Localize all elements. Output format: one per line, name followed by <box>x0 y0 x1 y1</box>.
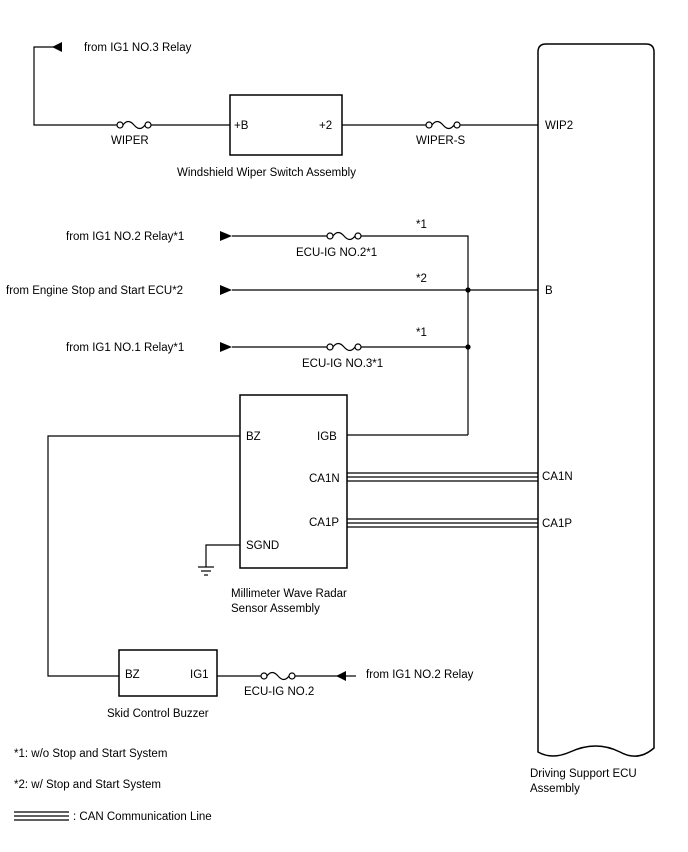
fuse-ecu-ig-no3-star <box>326 342 362 352</box>
source-engine-stop: from Engine Stop and Start ECU*2 <box>6 285 183 297</box>
arrow-ig1-no1-star <box>220 342 232 352</box>
source-ig1-no2-star: from IG1 NO.2 Relay*1 <box>66 231 184 243</box>
buzzer-pin-bz: BZ <box>125 669 140 681</box>
source-ig1-no1-star: from IG1 NO.1 Relay*1 <box>66 342 184 354</box>
ecu-pin-ca1n: CA1N <box>542 471 573 483</box>
can-line-ca1p <box>347 518 538 528</box>
radar-name-line2: Sensor Assembly <box>231 603 320 615</box>
legend-can-label: : CAN Communication Line <box>73 811 212 823</box>
legend-can-line-icon <box>14 811 69 821</box>
ground-icon <box>198 566 214 576</box>
source-ig1-no2: from IG1 NO.2 Relay <box>366 669 474 681</box>
radar-sensor-box <box>239 394 348 569</box>
ecu-pin-wip2: WIP2 <box>545 120 573 132</box>
mark-star1-a: *1 <box>416 219 427 231</box>
ecu-pin-ca1p: CA1P <box>542 518 572 530</box>
arrow-ig1-no3 <box>52 42 62 52</box>
wire-ig1-no3 <box>33 46 117 126</box>
note-star1: *1: w/o Stop and Start System <box>14 748 167 760</box>
wiper-switch-pin-2: +2 <box>319 120 332 132</box>
fuse-ecu-ig-no2-star <box>326 231 362 241</box>
driving-support-ecu-body <box>537 43 655 757</box>
wiper-switch-name: Windshield Wiper Switch Assembly <box>177 167 356 179</box>
wiper-switch-pin-b: +B <box>234 120 249 132</box>
radar-pin-igb: IGB <box>317 431 337 443</box>
arrow-ig1-no2-star <box>220 231 232 241</box>
fuse-label-wiper: WIPER <box>111 135 149 147</box>
buzzer-pin-ig1: IG1 <box>190 669 209 681</box>
radar-pin-bz: BZ <box>246 431 261 443</box>
ecu-pin-b: B <box>545 285 553 297</box>
mark-star1-b: *1 <box>416 327 427 339</box>
wire-bz <box>47 435 240 677</box>
arrow-ig1-no2 <box>336 671 346 681</box>
arrow-engine-stop <box>220 285 232 295</box>
junction-igb <box>465 344 471 350</box>
junction-b <box>465 287 471 293</box>
source-ig1-no3: from IG1 NO.3 Relay <box>84 42 192 54</box>
ecu-name-line1: Driving Support ECU <box>530 768 637 780</box>
radar-pin-ca1p: CA1P <box>309 517 339 529</box>
radar-pin-sgnd: SGND <box>246 540 279 552</box>
radar-pin-ca1n: CA1N <box>309 473 340 485</box>
fuse-wiper <box>116 120 152 130</box>
fuse-label-ecu-ig-no2: ECU-IG NO.2 <box>244 686 314 698</box>
fuse-label-wiper-s: WIPER-S <box>416 135 466 147</box>
fuse-ecu-ig-no2 <box>260 671 296 681</box>
radar-name-line1: Millimeter Wave Radar <box>231 588 347 600</box>
can-line-ca1n <box>347 472 538 482</box>
ecu-name-line2: Assembly <box>530 783 580 795</box>
skid-control-buzzer-box <box>118 649 218 697</box>
note-star2: *2: w/ Stop and Start System <box>14 779 161 791</box>
fuse-wiper-s <box>425 120 461 130</box>
fuse-label-ecu-ig-no3-star: ECU-IG NO.3*1 <box>302 358 383 370</box>
mark-star2: *2 <box>416 273 427 285</box>
buzzer-name: Skid Control Buzzer <box>107 708 209 720</box>
fuse-label-ecu-ig-no2-star: ECU-IG NO.2*1 <box>296 247 377 259</box>
